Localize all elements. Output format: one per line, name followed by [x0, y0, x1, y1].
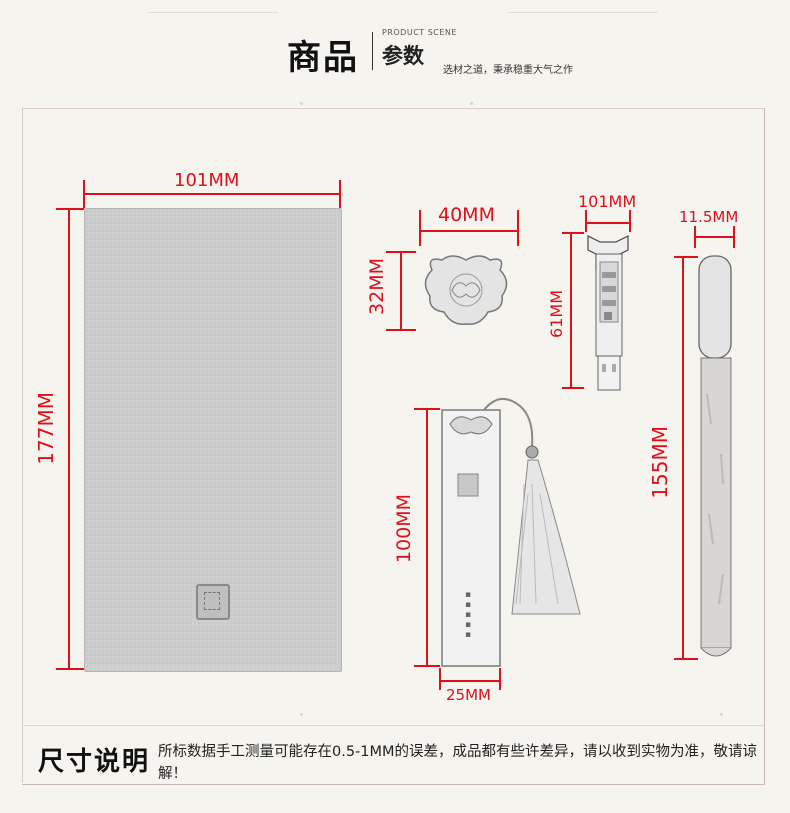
footer-divider [22, 725, 764, 726]
ornament-width-line [420, 230, 518, 232]
decor-dot [470, 102, 473, 105]
bookmark-width-tick-right [499, 668, 501, 690]
usb-height-tick-top [562, 232, 584, 234]
bookmark-height-line [426, 408, 428, 666]
top-rule-right [508, 12, 658, 13]
bookmark-width-line [440, 680, 500, 682]
usb-width-tick-left [585, 210, 587, 232]
header-slogan: 选材之道，秉承稳重大气之作 [443, 65, 573, 76]
bookmark-image: ▪▪▪▪▪ [441, 398, 581, 667]
notebook-seal-icon [196, 584, 230, 620]
notebook-height-line [68, 208, 70, 670]
pen-height-label: 155MM [648, 426, 672, 499]
usb-width-line [586, 222, 630, 224]
notebook-width-tick-right [339, 180, 341, 208]
content-frame [22, 108, 765, 785]
decor-dot [720, 713, 723, 716]
pen-height-tick-bottom [674, 658, 698, 660]
pen-image [698, 255, 732, 657]
pen-height-tick-top [674, 256, 698, 258]
usb-height-tick-bottom [562, 387, 584, 389]
header-english-label: PRODUCT SCENE [382, 28, 457, 37]
usb-width-tick-right [629, 210, 631, 232]
notebook-width-label: 101MM [174, 170, 240, 191]
frame-left-edge [22, 108, 23, 783]
ornament-height-line [400, 252, 402, 330]
bookmark-height-tick-bottom [414, 665, 440, 667]
ornament-width-tick-left [419, 210, 421, 246]
notebook-height-label: 177MM [34, 392, 58, 465]
footer-title: 尺寸说明 [38, 747, 151, 777]
footer-note: 所标数据手工测量可能存在0.5-1MM的误差，成品都有些许差异，请以收到实物为准… [158, 744, 758, 782]
top-rule-left [148, 12, 278, 13]
decor-dot [300, 102, 303, 105]
usb-drive-image [587, 234, 629, 391]
notebook-height-tick-top [56, 208, 84, 210]
page-title: 商品 [287, 38, 359, 78]
bookmark-height-label: 100MM [393, 494, 415, 564]
bookmark-width-label: 25MM [446, 686, 491, 704]
pen-width-tick-right [733, 226, 735, 248]
usb-height-line [570, 232, 572, 388]
ornament-height-tick-top [386, 251, 416, 253]
pen-width-tick-left [694, 226, 696, 248]
ornament-height-tick-bottom [386, 329, 416, 331]
pen-width-label: 11.5MM [679, 208, 739, 226]
notebook-height-tick-bottom [56, 668, 84, 670]
bookmark-height-tick-top [414, 408, 440, 410]
ornament-width-label: 40MM [438, 204, 495, 226]
usb-height-label: 61MM [547, 290, 566, 338]
ornament-width-tick-right [517, 210, 519, 246]
pen-width-line [694, 236, 734, 238]
header-divider [372, 32, 373, 70]
ornament-height-label: 32MM [366, 258, 388, 315]
decor-dot [300, 713, 303, 716]
svg-text:▪▪▪▪▪: ▪▪▪▪▪ [463, 590, 473, 640]
bookmark-width-tick-left [439, 668, 441, 690]
pen-height-line [682, 256, 684, 660]
usb-width-label: 101MM [578, 192, 637, 211]
notebook-width-line [84, 193, 340, 195]
notebook-width-tick-left [83, 180, 85, 208]
cloud-ornament-image [424, 255, 508, 325]
header-subtitle: 参数 [382, 43, 424, 68]
